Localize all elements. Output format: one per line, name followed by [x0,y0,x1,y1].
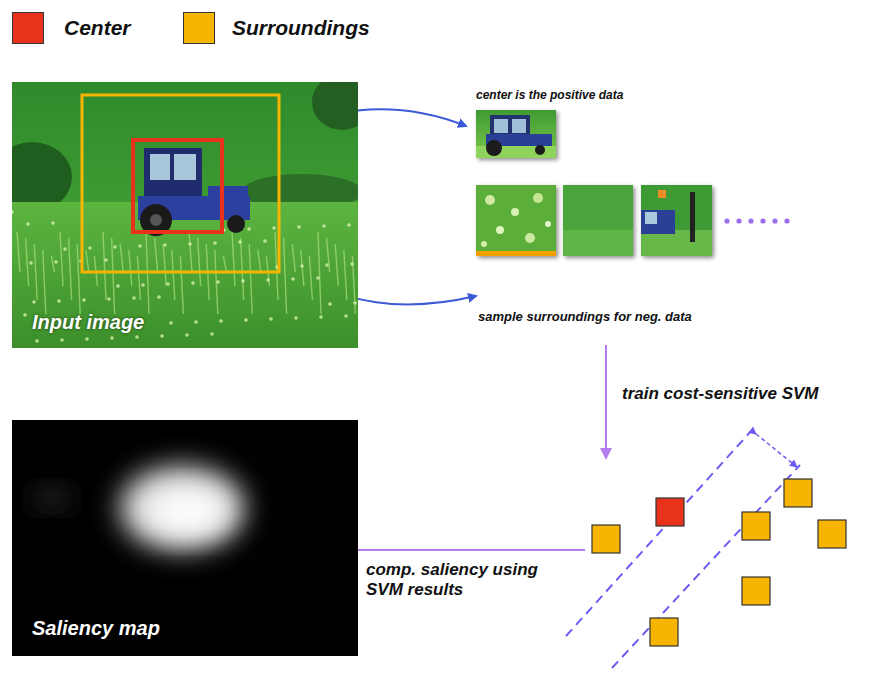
train-arrow [605,345,607,458]
negative-thumbnail [563,185,633,256]
image-caption: Input image [32,311,144,334]
svm-samples [592,479,846,646]
negative-thumbnail [641,185,712,256]
negative-note: sample surroundings for neg. data [478,309,692,325]
margin-line [612,465,800,668]
input-image-picture [12,82,358,348]
train-label: train cost-sensitive SVM [622,384,819,404]
legend-swatch [183,12,215,44]
legend-text: Center [64,12,131,44]
positive-thumbnail [476,110,556,158]
input-image: Input image [12,82,358,348]
negative-thumbnail [476,185,556,256]
image-caption: Saliency map [32,617,160,640]
saliency-label: comp. saliency using SVM results [366,560,578,601]
legend-text: Surroundings [232,12,370,44]
legend-swatch [12,12,44,44]
saliency-arrow [322,549,585,551]
positive-note: center is the positive data [476,88,623,102]
margin-line [566,430,752,636]
saliency-map: Saliency map [12,420,358,656]
margin-arrow [756,434,797,467]
more-dots [724,218,789,223]
